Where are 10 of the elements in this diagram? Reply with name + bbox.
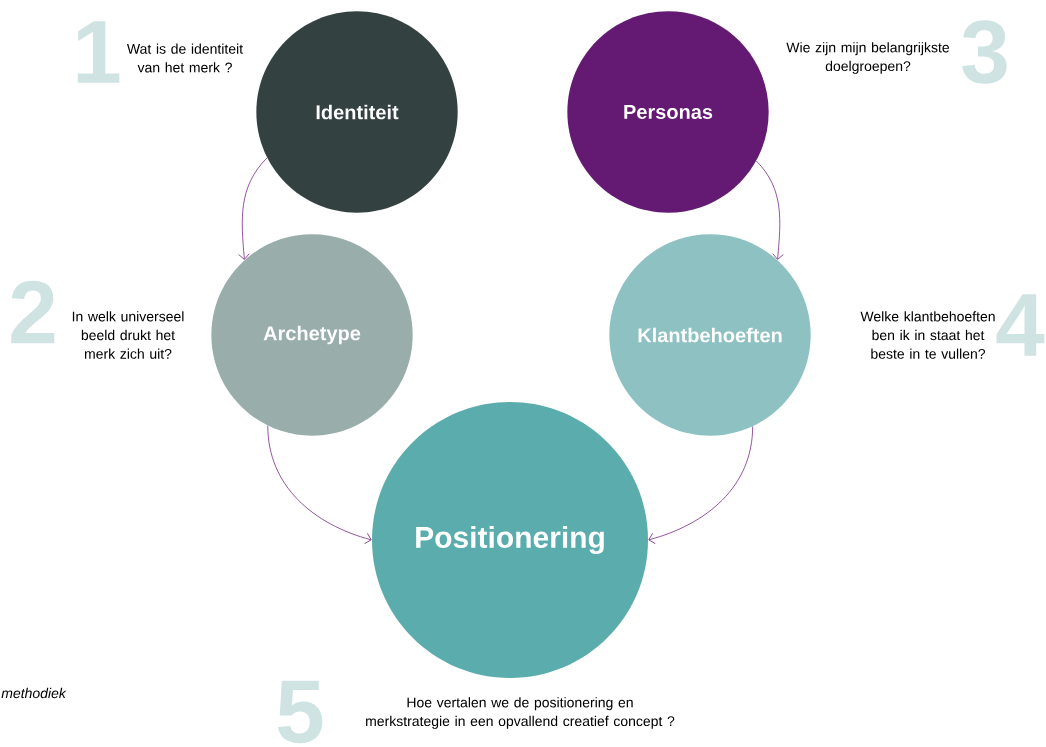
curved-arrow [648,426,754,545]
question-text: Welke klantbehoeften ben ik in staat het beste in te vullen? [860,311,995,359]
caption-text: methodiek [1,687,67,699]
question-text: Hoe vertalen we de positionering en merkstrategie in een opvallend creatief concept ? [366,697,675,729]
question-text: Wat is de identiteit van het merk ? [126,43,243,73]
question-text: In welk universeel beeld drukt het merk zich uit? [72,311,184,359]
curved-arrow [267,425,372,545]
question-text: Wie zijn mijn belangrijkste doelgroepen? [786,42,949,74]
curved-arrow [238,157,268,260]
curved-arrow [755,160,784,260]
